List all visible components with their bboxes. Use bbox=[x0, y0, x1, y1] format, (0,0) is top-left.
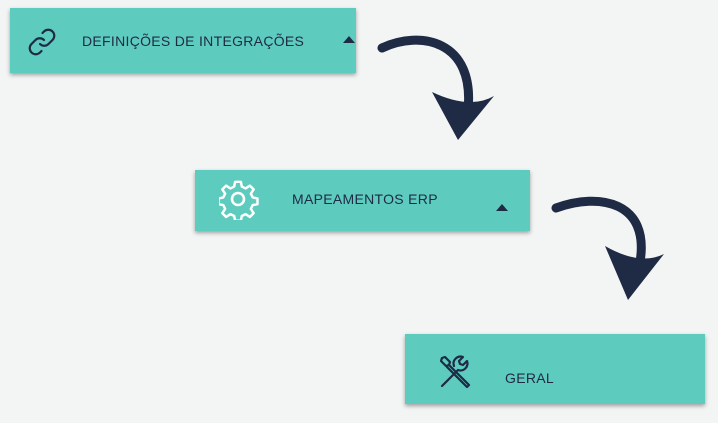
general-menu-button[interactable]: GERAL bbox=[405, 334, 705, 404]
integrations-menu-button[interactable]: DEFINIÇÕES DE INTEGRAÇÕES bbox=[10, 8, 356, 73]
arrow-2 bbox=[551, 196, 664, 300]
erp-mappings-menu-button[interactable]: MAPEAMENTOS ERP bbox=[195, 170, 530, 231]
link-icon bbox=[26, 26, 58, 63]
general-label: GERAL bbox=[505, 370, 554, 386]
integrations-label: DEFINIÇÕES DE INTEGRAÇÕES bbox=[82, 33, 305, 49]
caret-up-icon[interactable] bbox=[343, 36, 355, 43]
gear-icon bbox=[217, 180, 259, 225]
erp-mappings-label: MAPEAMENTOS ERP bbox=[292, 191, 438, 207]
caret-up-icon[interactable] bbox=[496, 204, 508, 211]
tools-icon bbox=[438, 354, 474, 395]
arrow-1 bbox=[377, 35, 494, 140]
